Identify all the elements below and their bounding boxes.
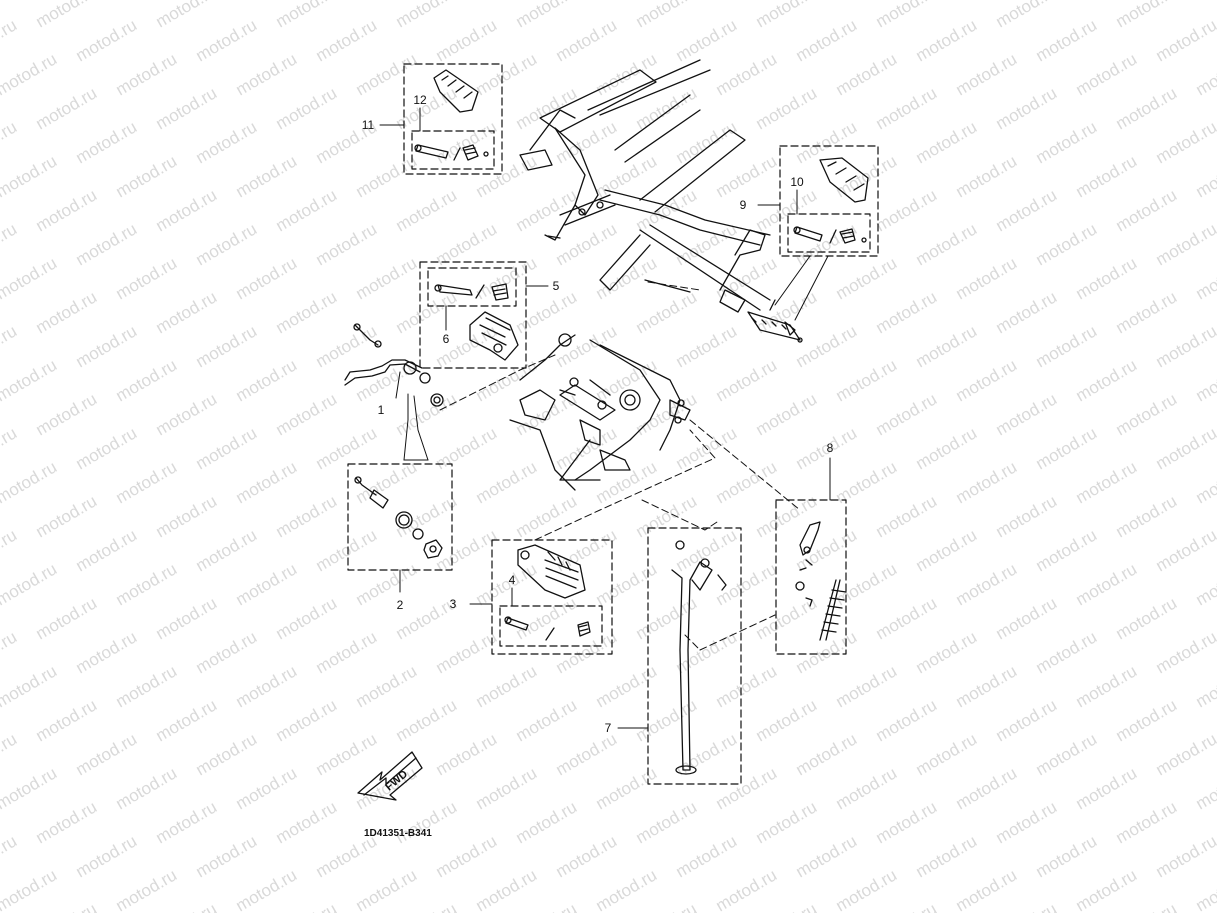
shift-pedal-hardware-part-2 bbox=[354, 476, 443, 559]
callout-11: 11 bbox=[362, 118, 375, 132]
callout-3: 3 bbox=[450, 597, 457, 611]
footrest-part-3 bbox=[504, 544, 591, 641]
kit-box-10-hardware bbox=[787, 213, 871, 253]
kit-box-4-hardware bbox=[499, 605, 603, 647]
footrest-part-11 bbox=[414, 69, 489, 161]
footrest-part-5 bbox=[434, 283, 519, 361]
callout-10: 10 bbox=[790, 175, 804, 189]
frame-center-section bbox=[509, 333, 691, 491]
kit-box-12-hardware bbox=[411, 130, 495, 170]
callout-2: 2 bbox=[397, 598, 404, 612]
sidestand-spring-part-8 bbox=[795, 521, 847, 641]
callout-7: 7 bbox=[605, 721, 612, 735]
fwd-arrow-icon bbox=[357, 751, 423, 801]
kit-box-3 bbox=[491, 539, 613, 655]
dashed-leader-lines bbox=[439, 281, 801, 651]
frame-rear-subframe bbox=[519, 59, 771, 313]
callout-8: 8 bbox=[827, 441, 834, 455]
footrest-part-9 bbox=[793, 157, 869, 244]
callout-4: 4 bbox=[509, 573, 516, 587]
kit-box-2 bbox=[347, 463, 453, 571]
kit-box-8 bbox=[775, 499, 847, 655]
drawing-code: 1D41351-B341 bbox=[364, 828, 432, 839]
leader-lines bbox=[379, 107, 831, 729]
rear-footrest-assembly bbox=[747, 299, 803, 343]
kit-box-11 bbox=[403, 63, 503, 175]
kit-box-9 bbox=[779, 145, 879, 257]
kit-box-5 bbox=[419, 261, 527, 369]
sidestand-part-7 bbox=[671, 540, 727, 775]
callout-12: 12 bbox=[413, 93, 427, 107]
shift-pedal-part-1 bbox=[344, 323, 444, 407]
kit-boxes bbox=[347, 63, 879, 785]
callout-9: 9 bbox=[740, 198, 747, 212]
callout-5: 5 bbox=[553, 279, 560, 293]
callout-1: 1 bbox=[378, 403, 385, 417]
kit-box-7 bbox=[647, 527, 742, 785]
kit-box-6-hardware bbox=[427, 267, 517, 307]
callout-6: 6 bbox=[443, 332, 450, 346]
